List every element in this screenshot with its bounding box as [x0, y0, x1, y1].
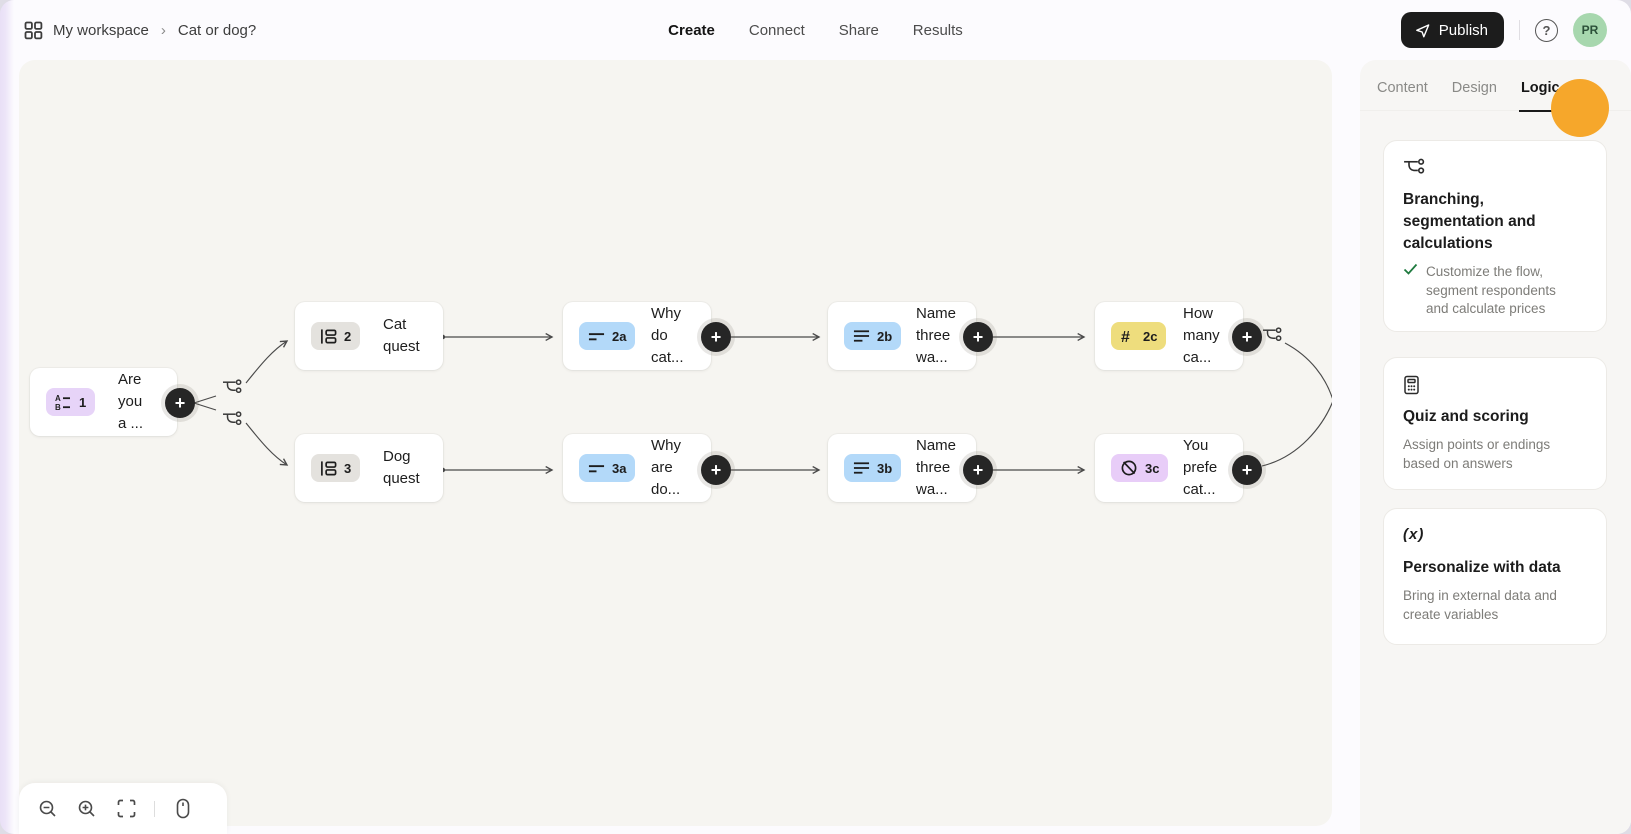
tab-create[interactable]: Create — [668, 21, 715, 39]
branch-icon[interactable] — [222, 411, 244, 427]
mouse-mode-icon[interactable] — [170, 796, 196, 822]
card-description: Customize the flow, segment respondents … — [1426, 264, 1556, 316]
add-block-button-3a[interactable]: + — [701, 455, 731, 485]
breadcrumb[interactable]: My workspace › Cat or dog? — [24, 0, 256, 60]
card-description: Assign points or endings based on answer… — [1403, 437, 1551, 471]
controls-divider — [154, 800, 155, 817]
branch-icon — [1403, 158, 1587, 178]
node-badge: 3c — [1111, 454, 1169, 482]
add-block-button-2a[interactable]: + — [701, 322, 731, 352]
question-group-icon — [321, 460, 337, 476]
short-text-icon — [588, 464, 605, 472]
svg-text:B: B — [55, 403, 61, 411]
topbar-divider — [1519, 20, 1520, 40]
svg-text:#: # — [1121, 329, 1130, 344]
fit-view-button[interactable] — [113, 796, 139, 822]
tab-share[interactable]: Share — [838, 21, 879, 39]
card-description: Bring in external data and create variab… — [1403, 588, 1557, 622]
node-badge: 2b — [844, 322, 902, 350]
tab-results[interactable]: Results — [912, 21, 963, 39]
zoom-in-button[interactable] — [74, 796, 100, 822]
add-block-button-1[interactable]: + — [165, 388, 195, 418]
breadcrumb-workspace[interactable]: My workspace — [53, 21, 149, 39]
card-branching[interactable]: Branching, segmentation and calculations… — [1383, 140, 1607, 332]
node-badge: 3 — [311, 454, 361, 482]
workspace-grid-icon — [24, 21, 43, 39]
node-badge: 3a — [579, 454, 636, 482]
cursor-highlight-dot — [1551, 79, 1609, 137]
node-badge: 3b — [844, 454, 902, 482]
branch-icon[interactable] — [1262, 327, 1284, 343]
add-block-button-3b[interactable]: + — [963, 455, 993, 485]
svg-text:A: A — [55, 394, 61, 403]
calculator-icon — [1403, 375, 1587, 395]
send-icon — [1415, 23, 1430, 37]
card-title: Personalize with data — [1403, 559, 1561, 576]
add-block-button-2c[interactable]: + — [1232, 322, 1262, 352]
tab-content[interactable]: Content — [1377, 80, 1428, 96]
topbar: My workspace › Cat or dog? Create Connec… — [0, 0, 1631, 60]
node-badge: 2 — [311, 322, 361, 350]
add-block-button-2b[interactable]: + — [963, 322, 993, 352]
sidebar-tabs: Content Design Logic — [1360, 60, 1631, 112]
breadcrumb-separator: › — [160, 21, 166, 39]
canvas-controls — [19, 783, 227, 834]
breadcrumb-form-name[interactable]: Cat or dog? — [177, 21, 257, 39]
tab-design[interactable]: Design — [1451, 80, 1497, 96]
settings-sidebar: Content Design Logic Branching, segmenta… — [1360, 60, 1631, 834]
long-text-icon — [853, 462, 870, 474]
publish-button[interactable]: Publish — [1400, 12, 1504, 48]
zoom-out-button[interactable] — [35, 796, 61, 822]
card-personalize[interactable]: (x) Personalize with data Bring in exter… — [1383, 508, 1607, 645]
topbar-actions: Publish ? PR — [1400, 0, 1607, 60]
number-icon: # — [1121, 329, 1130, 344]
tab-connect[interactable]: Connect — [748, 21, 805, 39]
card-title: Quiz and scoring — [1403, 408, 1529, 425]
check-icon — [1403, 263, 1418, 275]
help-icon[interactable]: ? — [1535, 18, 1558, 42]
card-title: Branching, segmentation and calculations — [1403, 191, 1536, 252]
card-quiz-scoring[interactable]: Quiz and scoring Assign points or ending… — [1383, 357, 1607, 490]
tab-logic[interactable]: Logic — [1518, 80, 1565, 112]
add-block-button-3c[interactable]: + — [1232, 455, 1262, 485]
yes-no-icon — [1121, 460, 1137, 476]
short-text-icon — [588, 332, 605, 340]
avatar[interactable]: PR — [1573, 13, 1607, 47]
variable-icon: (x) — [1403, 526, 1425, 543]
main-nav-tabs: Create Connect Share Results — [668, 0, 963, 60]
long-text-icon — [853, 330, 870, 342]
node-badge: # 2c — [1111, 322, 1167, 350]
question-group-icon — [321, 328, 337, 344]
multiple-choice-icon: A B — [55, 394, 70, 411]
node-badge: 2a — [579, 322, 636, 350]
branch-icon[interactable] — [222, 379, 244, 395]
node-badge: A B 1 — [46, 388, 96, 416]
